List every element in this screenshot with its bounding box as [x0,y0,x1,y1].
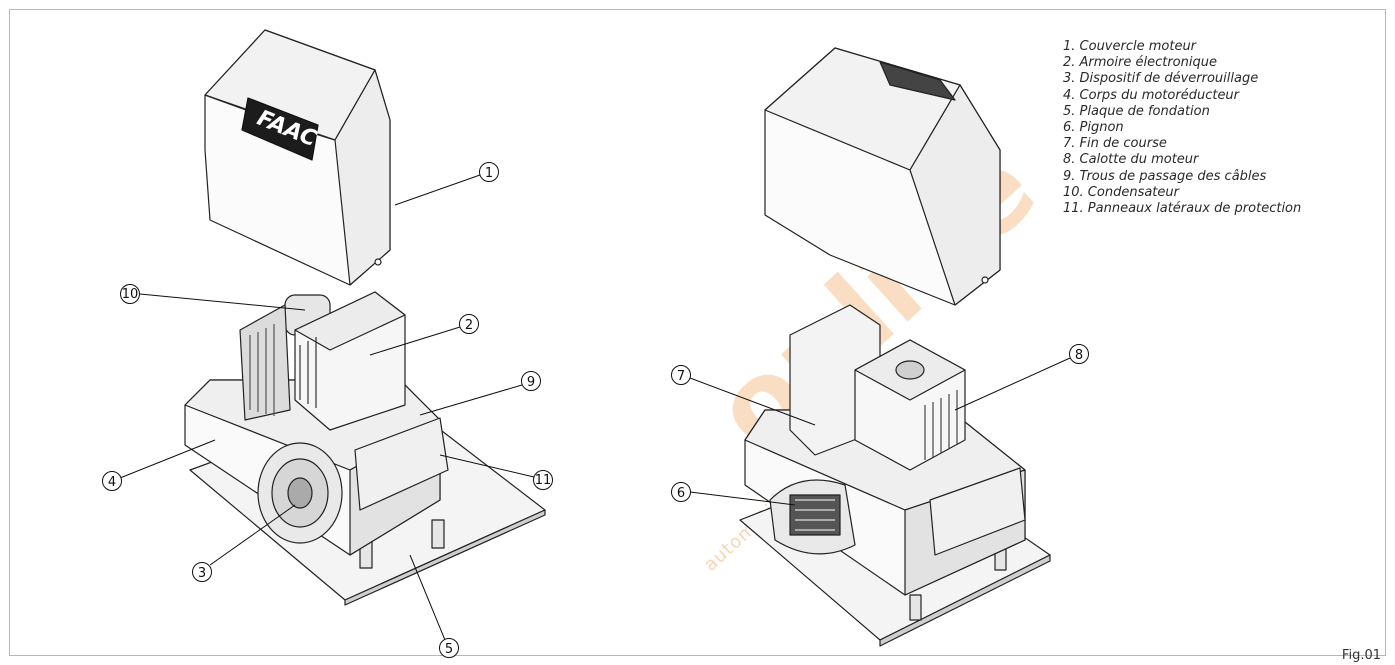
svg-text:11: 11 [535,473,552,488]
figure-frame [9,9,1386,656]
legend-item-3: 3. Dispositif de déverrouillage [1063,71,1259,87]
left-gate-motor: FAAC [184,29,546,606]
callout-8: 8 [1069,344,1089,364]
callout-5: 5 [439,638,459,658]
legend-item-9: 9. Trous de passage des câbles [1063,168,1267,184]
legend-item-4: 4. Corps du motoréducteur [1063,87,1240,103]
right-side-panel [929,467,1026,556]
legend-item-6: 6. Pignon [1063,120,1124,136]
callout-9: 9 [521,371,541,391]
left-release-device [257,442,343,544]
parts-legend: 1. Couvercle moteur 2. Armoire électroni… [1063,39,1301,217]
legend-item-7: 7. Fin de course [1063,136,1167,152]
callout-1: 1 [479,162,499,182]
svg-text:5: 5 [445,642,453,657]
left-motor-cover: FAAC [204,29,391,286]
svg-text:9: 9 [527,375,535,390]
figure-label: Fig.01 [1341,648,1381,663]
legend-item-8: 8. Calotte du moteur [1063,152,1199,168]
legend-item-10: 10. Condensateur [1063,184,1179,200]
callout-3: 3 [192,562,212,582]
svg-text:3: 3 [198,566,206,581]
svg-text:8: 8 [1075,348,1083,363]
svg-text:1: 1 [485,166,493,181]
callout-4: 4 [102,471,122,491]
legend-item-1: 1. Couvercle moteur [1063,39,1197,54]
svg-text:2: 2 [465,318,473,333]
callout-6: 6 [671,482,691,502]
svg-text:10: 10 [122,287,139,302]
right-motor-cap [854,339,966,471]
right-motor-cover [764,47,1001,306]
legend-item-5: 5. Plaque de fondation [1063,103,1210,119]
right-gate-motor [739,47,1051,647]
left-side-panel [354,417,449,511]
callout-7: 7 [671,365,691,385]
legend-item-2: 2. Armoire électronique [1063,55,1217,71]
svg-text:7: 7 [677,369,685,384]
callout-2: 2 [459,314,479,334]
right-pinion [769,479,856,555]
callout-11: 11 [533,470,553,490]
svg-text:6: 6 [677,486,685,501]
legend-item-11: 11. Panneaux latéraux de protection [1063,201,1302,217]
svg-text:4: 4 [108,475,116,490]
callout-10: 10 [120,284,140,304]
